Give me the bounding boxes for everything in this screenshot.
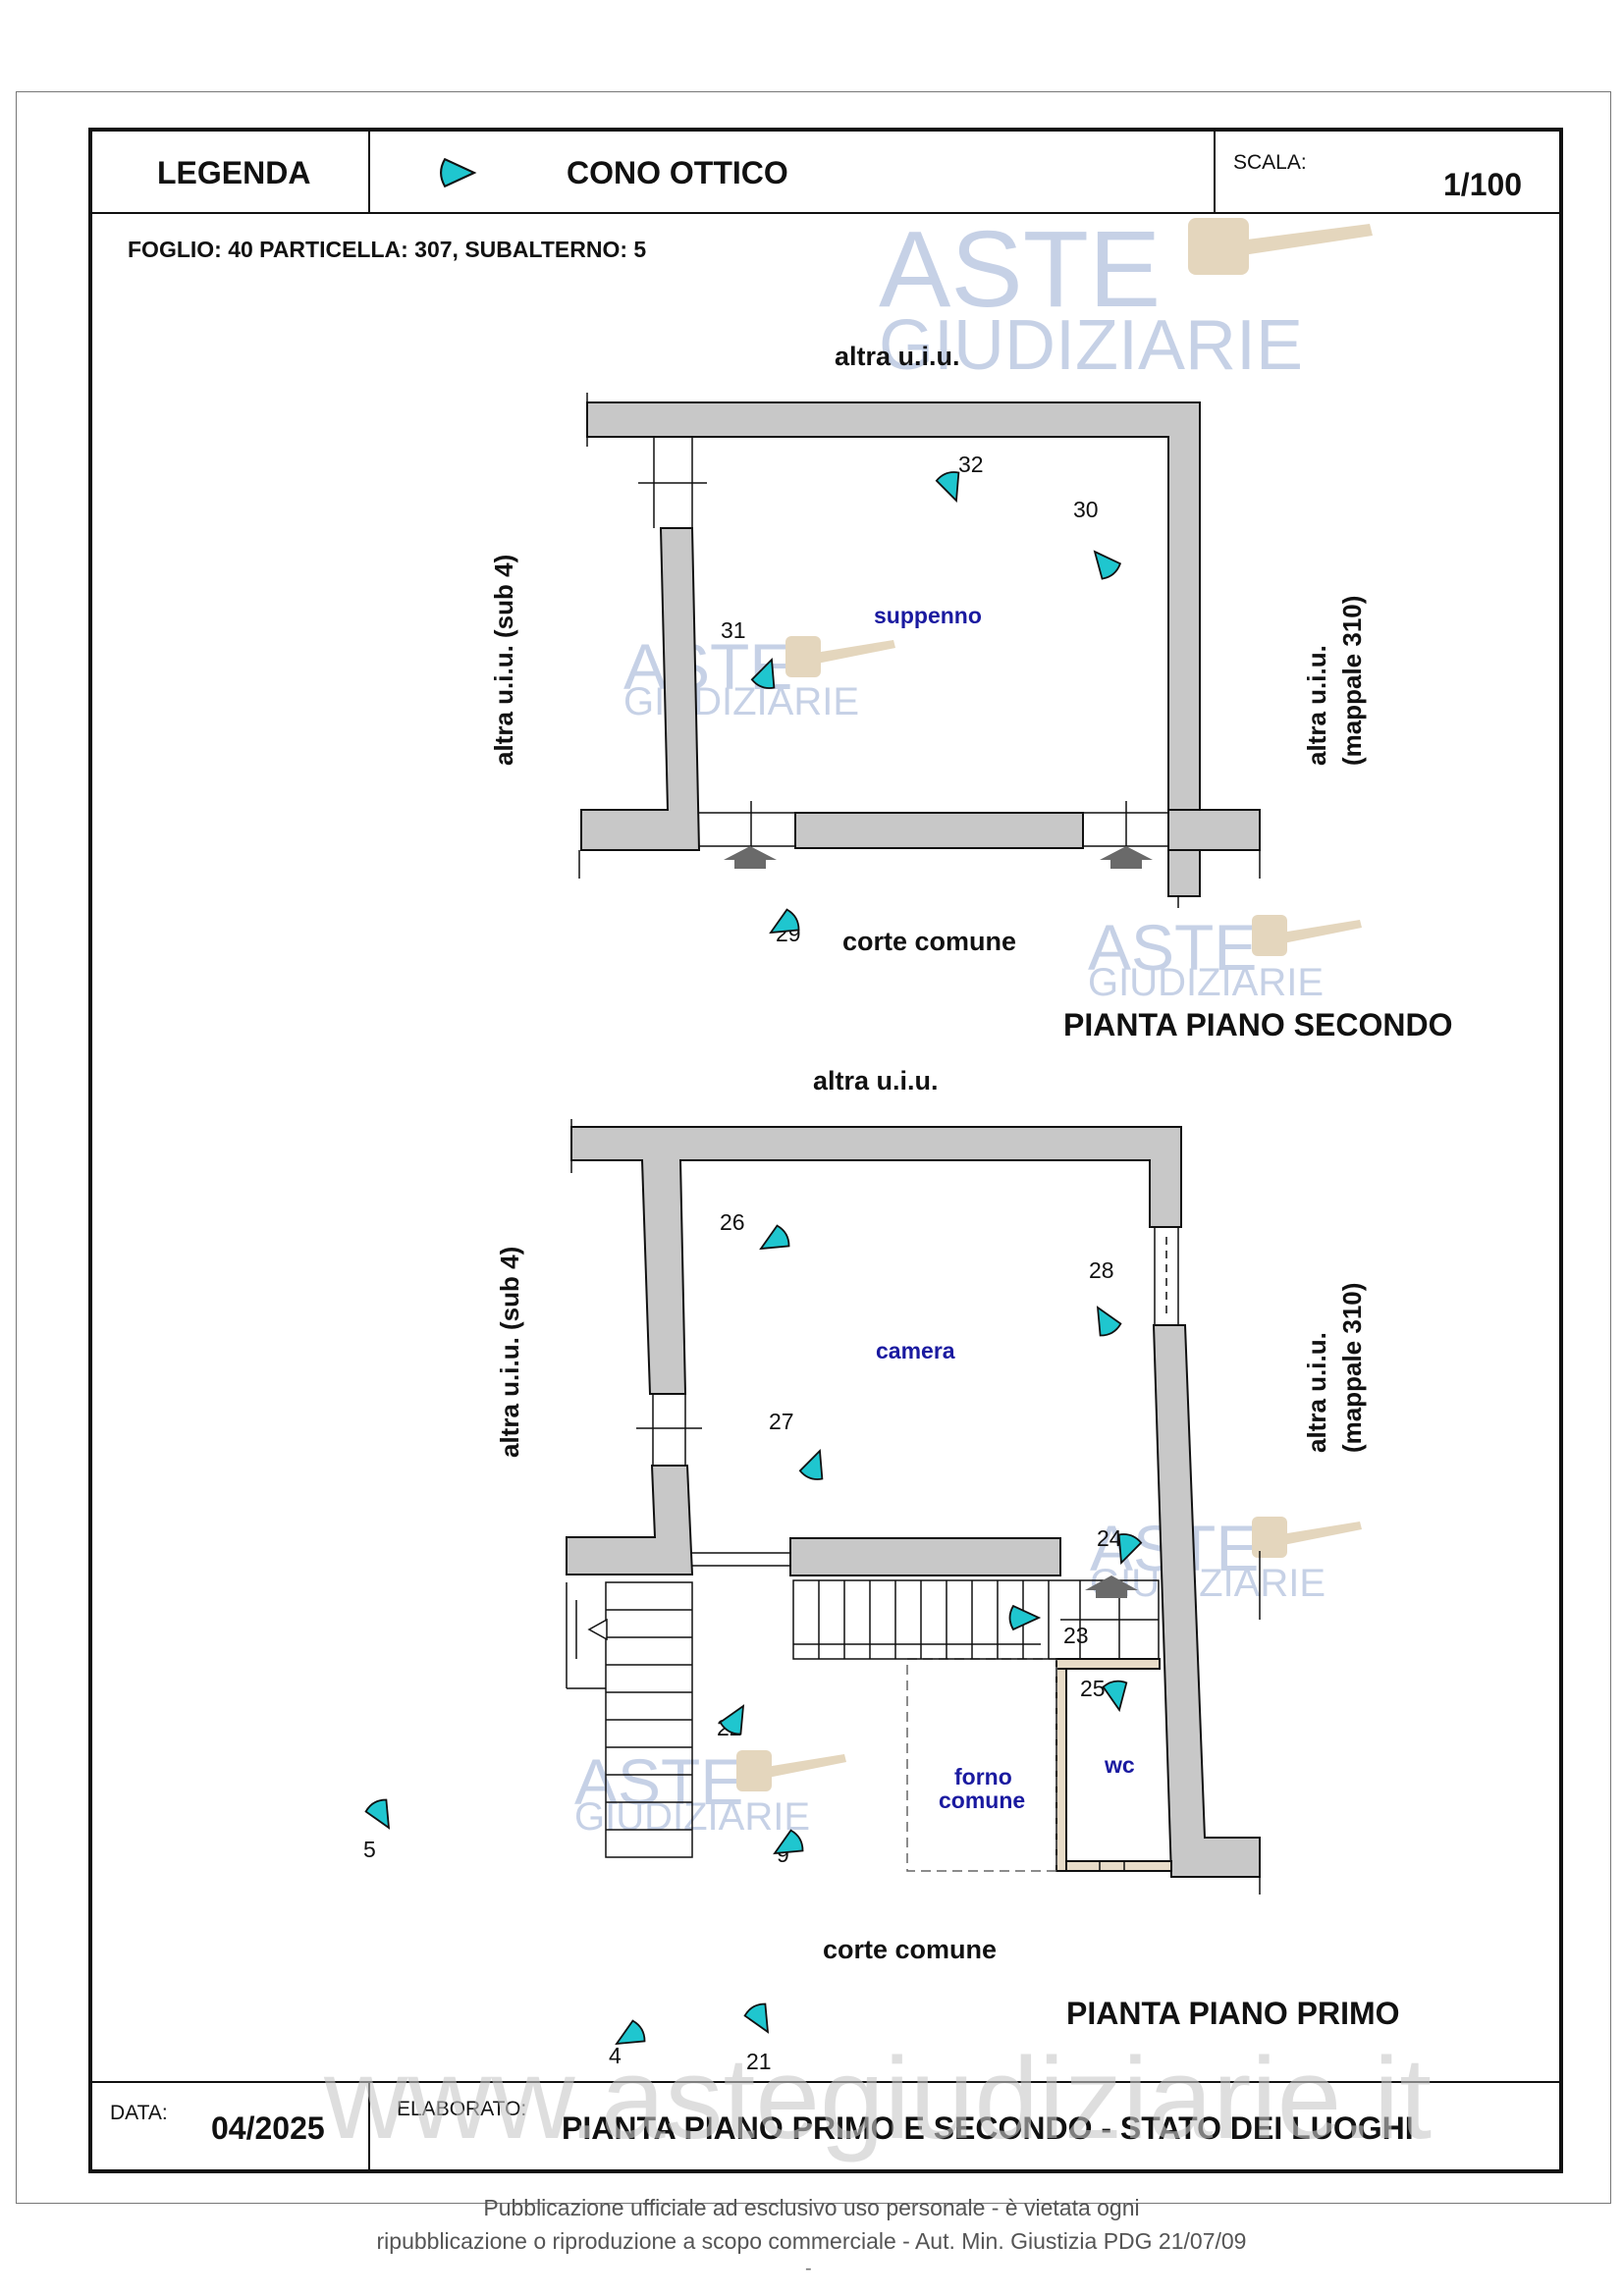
view-number: 5 — [363, 1837, 376, 1862]
label-left-other-unit: altra u.i.u. (sub 4) — [489, 555, 518, 766]
elaborato-value: PIANTA PIANO PRIMO E SECONDO - STATO DEI… — [562, 2110, 1414, 2146]
elaborato-label: ELABORATO: — [397, 2098, 527, 2120]
staircase-left — [566, 1581, 693, 1858]
watermark-group: ASTE GIUDIZIARIE ASTE GIUDIZIARIE ASTE G… — [323, 209, 1432, 2163]
wall — [1065, 1860, 1172, 1872]
date-value: 04/2025 — [211, 2110, 325, 2146]
publication-dash: - — [805, 2258, 812, 2279]
watermark-aste-text: ASTE — [1088, 911, 1257, 984]
view-number: 23 — [1063, 1623, 1089, 1648]
view-number: 28 — [1089, 1257, 1114, 1283]
view-number: 25 — [1080, 1676, 1106, 1701]
watermark-logo-top: ASTE GIUDIZIARIE — [879, 209, 1373, 385]
watermark-site-text: www.astegiudiziarie.it — [323, 2034, 1432, 2163]
footer-top-line — [90, 2081, 1561, 2083]
stair-direction-arrow-icon — [587, 1618, 608, 1641]
view-cone-icon — [1084, 543, 1124, 583]
legend-cone-icon — [440, 158, 476, 187]
scale-value: 1/100 — [1443, 167, 1523, 202]
opening-lines — [570, 1119, 1261, 1895]
publication-notice-line-1: Pubblicazione ufficiale ad esclusivo uso… — [483, 2195, 1140, 2220]
plan-second-floor-labels: altra u.i.u. altra u.i.u. (sub 4) altra … — [489, 342, 1452, 1042]
view-number: 27 — [769, 1409, 794, 1434]
wall — [1152, 1324, 1261, 1878]
wall — [1055, 1658, 1067, 1872]
view-cone-icon — [741, 2000, 780, 2039]
gavel-icon — [736, 1750, 846, 1791]
watermark-logo-mid-2: ASTE GIUDIZIARIE — [1088, 911, 1362, 1004]
label-corte-comune: corte comune — [842, 927, 1016, 956]
plan-first-floor-labels: altra u.i.u. altra u.i.u. (sub 4) altra … — [363, 1066, 1400, 2074]
watermark-aste-text: ASTE — [879, 209, 1161, 330]
room-label-comune: comune — [939, 1788, 1025, 1813]
room-label-forno: forno — [954, 1764, 1012, 1789]
view-cone-icon — [797, 1445, 833, 1483]
watermark-logo-mid-3: ASTE GIUDIZIARIE — [1090, 1512, 1362, 1605]
gavel-icon — [785, 636, 895, 677]
header-bottom-line — [90, 212, 1561, 214]
header-divider-2 — [1214, 130, 1216, 213]
view-cone-icon — [1008, 1605, 1040, 1630]
scale-label: SCALA: — [1233, 151, 1307, 174]
view-cone-icon — [1086, 1301, 1124, 1340]
gavel-icon — [1188, 218, 1373, 275]
label-right-other-unit: altra u.i.u. — [1302, 1332, 1331, 1453]
opening-lines — [578, 393, 1261, 908]
date-label: DATA: — [110, 2102, 168, 2124]
staircase-upper — [792, 1579, 1160, 1660]
wall — [566, 1465, 694, 1575]
wall — [1167, 809, 1261, 851]
watermark-logo-mid-4: ASTE GIUDIZIARIE — [574, 1745, 846, 1839]
watermark-giudiziarie-text: GIUDIZIARIE — [1088, 961, 1324, 1004]
room-label-wc: wc — [1104, 1752, 1135, 1778]
wall — [1055, 1658, 1161, 1670]
label-right-mappale: (mappale 310) — [1337, 596, 1367, 766]
watermark-aste-text: ASTE — [574, 1745, 743, 1818]
watermark-giudiziarie-text: GIUDIZIARIE — [879, 306, 1303, 385]
view-number: 30 — [1073, 497, 1099, 522]
view-number: 26 — [720, 1209, 745, 1235]
label-top-other-unit: altra u.i.u. — [813, 1066, 939, 1095]
label-top-other-unit: altra u.i.u. — [835, 342, 960, 371]
cadastral-reference: FOGLIO: 40 PARTICELLA: 307, SUBALTERNO: … — [128, 237, 647, 262]
view-number: 24 — [1097, 1525, 1122, 1551]
watermark-giudiziarie-text: GIUDIZIARIE — [1090, 1562, 1325, 1605]
entrance-arrow-icon — [1085, 1575, 1138, 1598]
drawing-frame — [88, 128, 1563, 2173]
room-label-camera: camera — [876, 1338, 955, 1363]
entrance-arrow-icon — [1100, 846, 1153, 869]
label-left-other-unit: altra u.i.u. (sub 4) — [495, 1247, 524, 1458]
publication-notice-line-2: ripubblicazione o riproduzione a scopo c… — [376, 2228, 1247, 2254]
wall — [794, 812, 1084, 849]
label-corte-comune: corte comune — [823, 1935, 997, 1964]
plan-first-floor — [566, 1119, 1261, 1895]
view-number: 4 — [609, 2043, 622, 2068]
room-label-suppenno: suppenno — [874, 603, 982, 628]
watermark-giudiziarie-text: GIUDIZIARIE — [623, 680, 859, 723]
wall — [789, 1537, 1061, 1576]
view-number: 32 — [958, 452, 984, 477]
plan-second-floor — [578, 393, 1261, 908]
plan-title-second-floor: PIANTA PIANO SECONDO — [1063, 1007, 1452, 1042]
view-cone-icon — [1102, 1678, 1132, 1713]
label-right-mappale: (mappale 310) — [1337, 1283, 1367, 1453]
label-right-other-unit: altra u.i.u. — [1302, 645, 1331, 766]
gavel-icon — [1252, 1517, 1362, 1558]
plan-title-first-floor: PIANTA PIANO PRIMO — [1066, 1996, 1400, 2031]
header-divider-1 — [368, 130, 370, 213]
view-cone-icon — [754, 1222, 793, 1260]
footer-divider — [368, 2081, 370, 2169]
legend-title: LEGENDA — [157, 155, 311, 190]
wall — [570, 1126, 1182, 1395]
entrance-arrow-icon — [724, 846, 777, 869]
gavel-icon — [1252, 915, 1362, 956]
view-number: 31 — [721, 617, 746, 643]
cono-ottico-label: CONO OTTICO — [567, 155, 788, 190]
view-cone-icon — [362, 1795, 401, 1835]
sheet-border — [16, 91, 1611, 2204]
view-number: 21 — [746, 2049, 772, 2074]
forno-outline — [906, 1658, 1057, 1872]
